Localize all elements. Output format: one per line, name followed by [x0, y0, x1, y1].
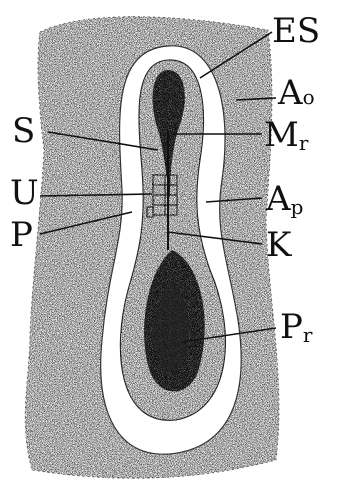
label-p: P: [10, 215, 33, 255]
label-pr: Pr: [280, 307, 313, 347]
label-mr: Mr: [264, 115, 309, 155]
label-k: K: [266, 225, 292, 265]
label-ap: Ap: [265, 179, 303, 219]
label-es: ES: [272, 11, 320, 51]
label-u: U: [10, 173, 39, 213]
label-ao: Ao: [277, 73, 315, 113]
label-s: S: [12, 111, 35, 151]
